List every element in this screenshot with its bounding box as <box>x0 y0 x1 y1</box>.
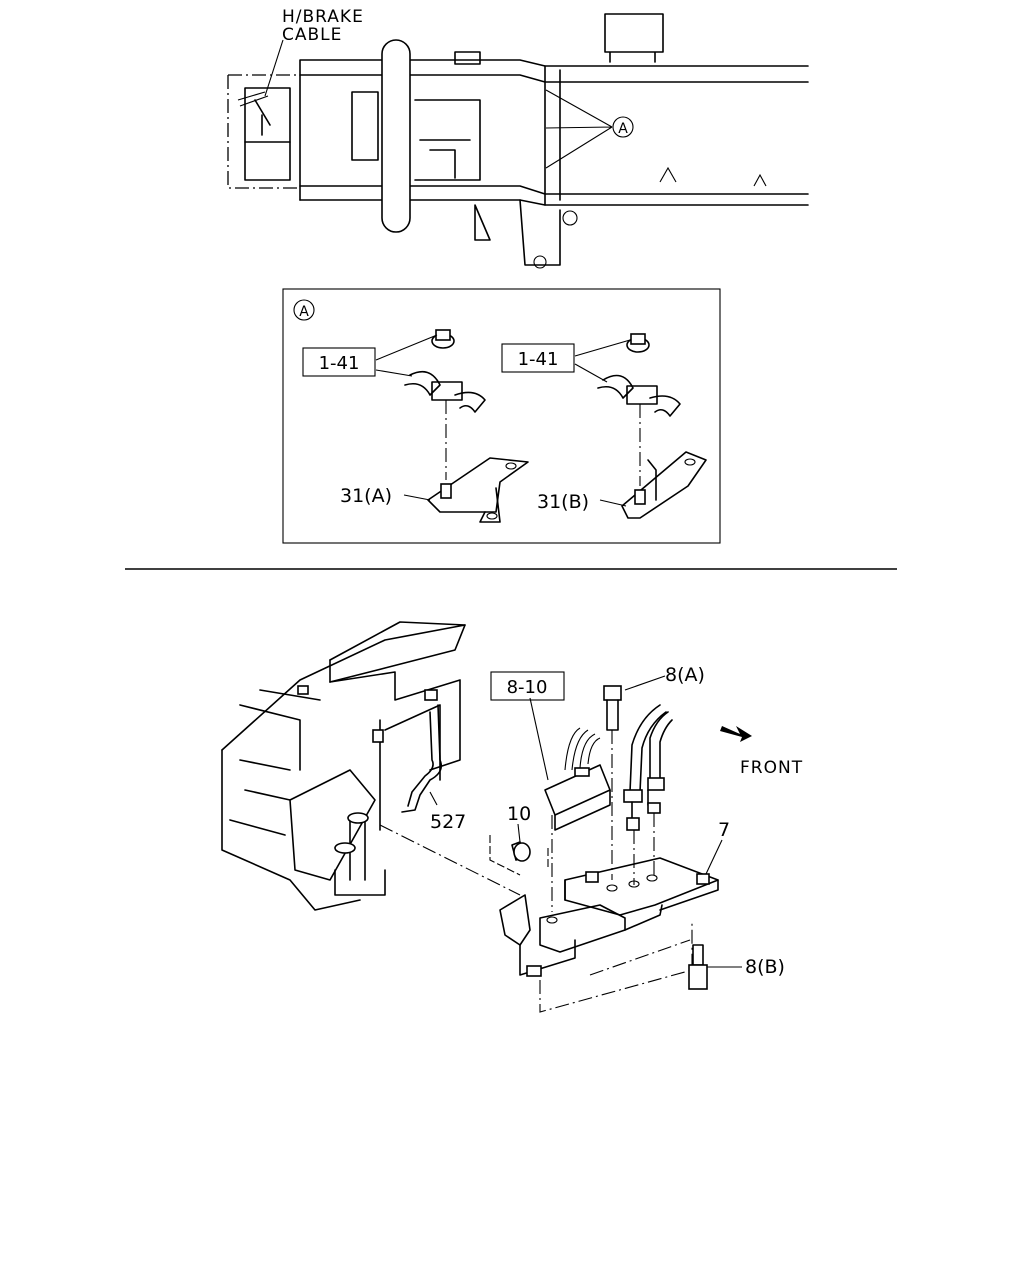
part-31b-label: 31(B) <box>537 491 589 513</box>
ref-box-8-10 <box>490 671 565 701</box>
ref-1-41-right: 1-41 <box>518 349 559 370</box>
front-arrow-icon <box>720 726 752 742</box>
connector-8-10 <box>529 697 611 912</box>
clip-assembly-right <box>574 333 707 519</box>
detail-a-box <box>282 288 721 544</box>
ref-box-1-41-right <box>501 343 575 373</box>
bolt-8b <box>688 944 742 990</box>
part-7-label: 7 <box>718 819 730 841</box>
frame-overview <box>227 13 809 269</box>
screw-10 <box>489 835 549 876</box>
detail-a-callout: A <box>618 121 628 137</box>
bolt-8a <box>603 675 666 880</box>
hbrake-label-line2: CABLE <box>282 25 342 45</box>
bracket-7 <box>379 824 723 1013</box>
ref-box-1-41-left <box>302 347 376 377</box>
clip-assembly-left <box>375 329 529 523</box>
part-8a-label: 8(A) <box>665 664 705 686</box>
pipes <box>623 704 673 885</box>
heater-unit <box>221 621 466 911</box>
part-8b-label: 8(B) <box>745 956 785 978</box>
detail-a-title: A <box>299 304 309 320</box>
hbrake-label-line1: H/BRAKE <box>282 7 364 27</box>
front-label: FRONT <box>740 758 803 778</box>
ref-1-41-left: 1-41 <box>319 353 360 374</box>
part-527-label: 527 <box>430 811 466 833</box>
ref-8-10: 8-10 <box>507 677 548 698</box>
part-10-label: 10 <box>507 803 531 825</box>
part-31a-label: 31(A) <box>340 485 392 507</box>
